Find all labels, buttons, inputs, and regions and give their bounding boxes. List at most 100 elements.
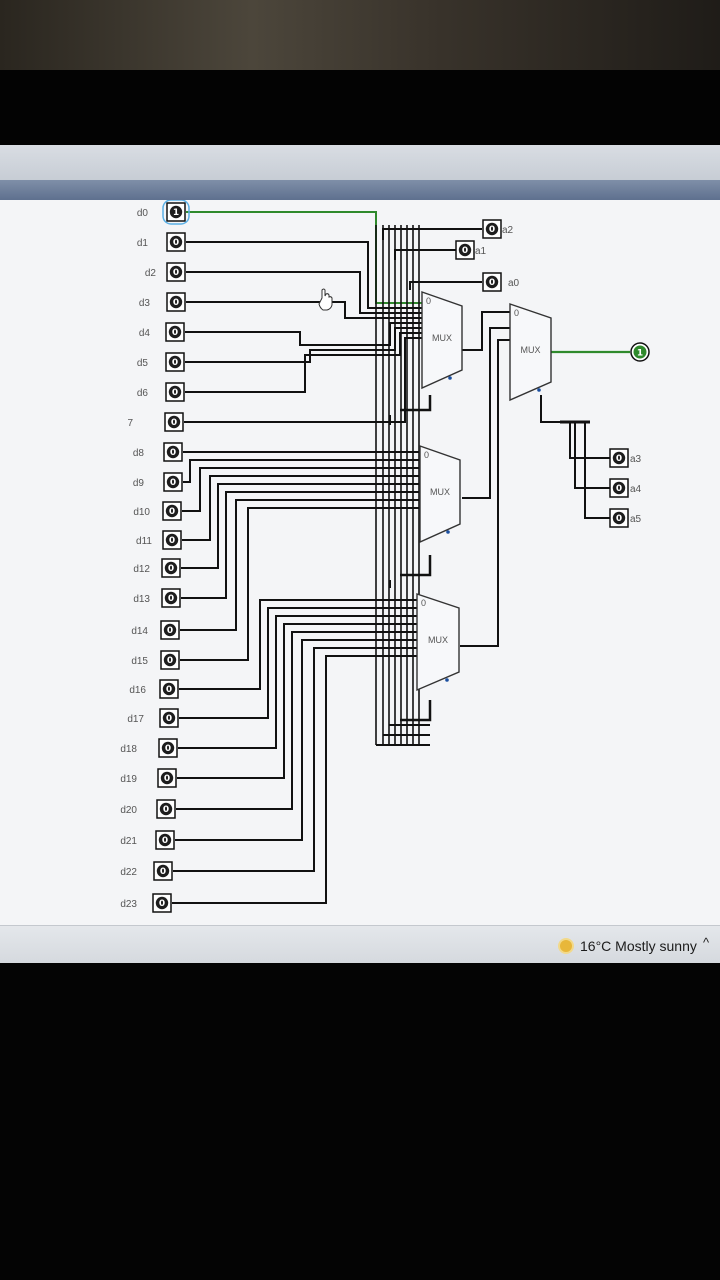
mux-final-input0-label: 0 (514, 308, 519, 318)
input-pin-d22-label: d22 (120, 867, 137, 878)
input-pin-d21-label: d21 (120, 836, 137, 847)
input-pin-d13-value: 0 (168, 594, 174, 604)
mux-2-input0-label: 0 (424, 450, 429, 460)
select-pin-a0-led (485, 275, 499, 289)
mux-3-input0-label: 0 (421, 598, 426, 608)
input-pin-d21-led (158, 833, 172, 847)
select-pin-a4-value: 0 (616, 484, 622, 494)
input-pin-d8-label: d8 (133, 448, 145, 459)
wire-d20 (176, 631, 418, 810)
wire-a0 (409, 281, 482, 290)
mux-1[interactable] (421, 291, 463, 390)
input-pin-d20-led (159, 802, 173, 816)
mux-2[interactable] (419, 445, 461, 544)
input-pin-d14-label: d14 (131, 626, 148, 637)
sun-icon (560, 940, 572, 952)
input-pin-d12-value: 0 (168, 564, 174, 574)
select-pin-a2-label: a2 (502, 225, 514, 236)
input-pin-d9-value: 0 (170, 478, 176, 488)
mux-final[interactable] (509, 303, 552, 402)
weather-widget[interactable]: 16°C Mostly sunny (560, 936, 697, 956)
input-pin-d13-led (164, 591, 178, 605)
photo-background (0, 0, 720, 70)
input-pin-d12-led (164, 561, 178, 575)
input-pin-d17-label: d17 (127, 714, 144, 725)
input-pin-d5-label: d5 (137, 358, 149, 369)
input-pin-d15-led (163, 653, 177, 667)
input-pin-7-label: 7 (127, 418, 133, 429)
wire-d6 (185, 332, 425, 393)
mux-1-label: MUX (432, 333, 452, 343)
input-pin-d19-led (160, 771, 174, 785)
input-pin-d10-value: 0 (169, 507, 175, 517)
wire-d10 (182, 467, 420, 512)
input-pin-7-led (167, 415, 181, 429)
mux-2-select-dot (446, 530, 450, 534)
input-pin-d8-led (166, 445, 180, 459)
wire-d2 (186, 271, 425, 314)
monitor-bottom-bezel (0, 963, 720, 1280)
mux-2-label: MUX (430, 487, 450, 497)
wire-mux3-out (460, 339, 512, 647)
mux1-select-tap (400, 395, 432, 412)
select-pin-a3-led (612, 451, 626, 465)
input-pin-d16-label: d16 (129, 685, 146, 696)
input-pin-d3-label: d3 (139, 298, 151, 309)
input-pin-d1-label: d1 (137, 238, 149, 249)
output-pin-led (633, 345, 647, 359)
input-pin-d19-value: 0 (164, 774, 170, 784)
circuit-diagram[interactable]: MUX0MUX0MUX0MUX01d00d10d20d30d40d50d6070… (0, 200, 720, 925)
input-pin-d3-led (169, 295, 183, 309)
input-pin-d13-label: d13 (133, 594, 150, 605)
input-pin-d2-led (169, 265, 183, 279)
input-pin-d5-led (168, 355, 182, 369)
input-pin-d8-value: 0 (170, 448, 176, 458)
wire-d9 (183, 459, 420, 483)
wire-d23 (172, 655, 418, 904)
select-pin-a5-led (612, 511, 626, 525)
mux-final-label: MUX (521, 345, 541, 355)
tray-chevron-icon[interactable]: ^ (703, 935, 710, 950)
wire-a1 (394, 249, 456, 260)
wire-d13 (181, 491, 420, 599)
input-pin-d16-led (162, 682, 176, 696)
mux-final-select-dot (537, 388, 541, 392)
mux2-select-tap (400, 555, 432, 577)
select-pin-a2-led (485, 222, 499, 236)
select-pin-a3-label: a3 (630, 454, 642, 465)
input-pin-d6-led (168, 385, 182, 399)
input-pin-d18-value: 0 (165, 744, 171, 754)
wire-d15 (180, 507, 420, 661)
input-pin-d4-led (168, 325, 182, 339)
input-pin-d21-value: 0 (162, 836, 168, 846)
input-pin-d4-label: d4 (139, 328, 151, 339)
wire-d7 (184, 337, 425, 423)
select-pin-a0-value: 0 (489, 278, 495, 288)
input-pin-d14-value: 0 (167, 626, 173, 636)
selected-pin-highlight (162, 200, 190, 225)
wire-d1 (186, 241, 425, 309)
input-pin-d23-label: d23 (120, 899, 137, 910)
input-pin-d10-led (165, 504, 179, 518)
input-pin-7-value: 0 (171, 418, 177, 428)
select-pin-a0-label: a0 (508, 278, 520, 289)
input-pin-d11-value: 0 (169, 536, 175, 546)
input-pin-d1-value: 0 (173, 238, 179, 248)
wire-d22 (173, 647, 418, 872)
select-pin-a2-value: 0 (489, 225, 495, 235)
wire-a5 (584, 422, 610, 519)
input-pin-d0-label: d0 (137, 208, 149, 219)
wire-d3 (186, 301, 425, 319)
input-pin-d0-led (169, 205, 183, 219)
mux-3[interactable] (416, 593, 460, 692)
input-pin-d12-label: d12 (133, 564, 150, 575)
input-pin-d2-value: 0 (173, 268, 179, 278)
input-pin-d23-value: 0 (159, 899, 165, 909)
wire-d21 (175, 639, 418, 841)
select-pin-a4-led (612, 481, 626, 495)
input-pin-d5-value: 0 (172, 358, 178, 368)
wire-d5 (185, 327, 425, 363)
hand-cursor-icon (318, 288, 333, 311)
wire-d18 (178, 615, 418, 749)
